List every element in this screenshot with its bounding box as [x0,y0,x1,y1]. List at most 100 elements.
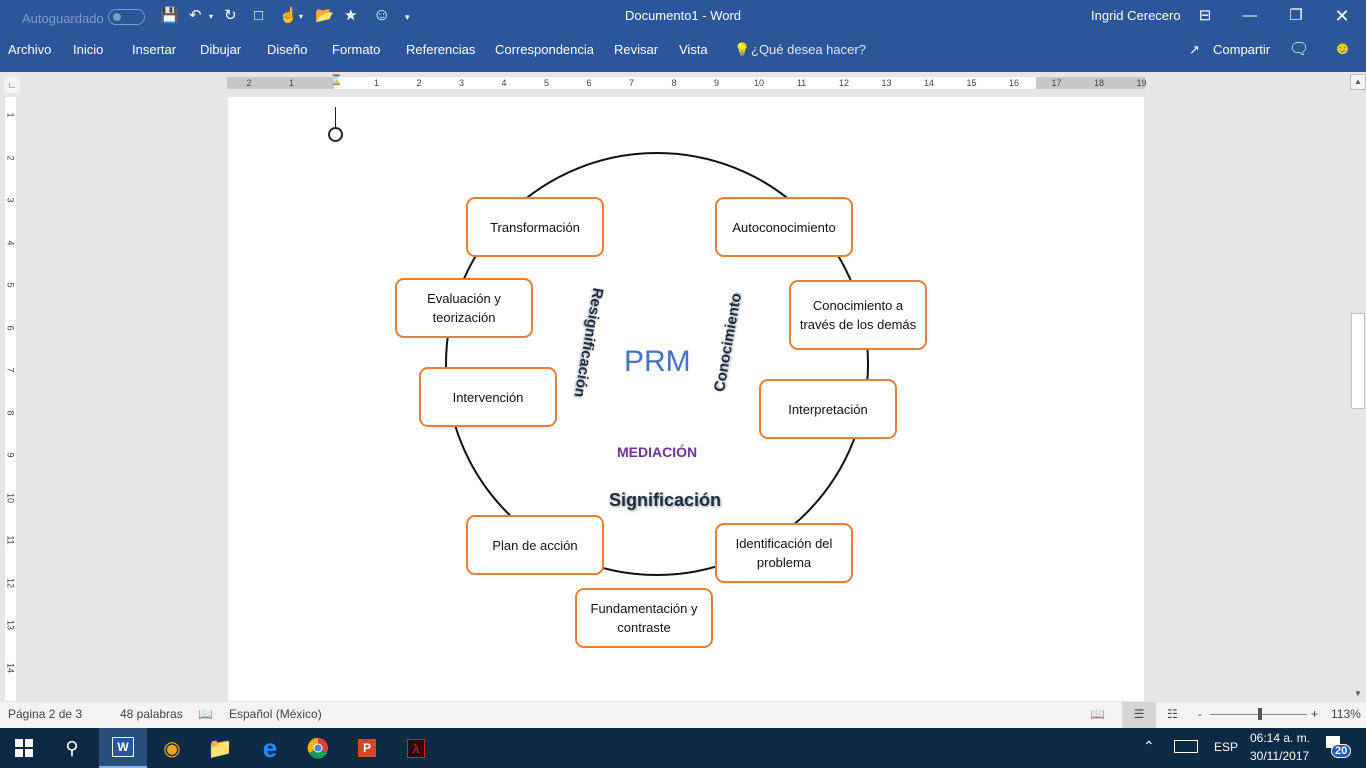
restore-icon[interactable]: ❐ [1289,7,1303,24]
autosave-toggle[interactable] [108,9,145,25]
box-autoconocimiento[interactable]: Autoconocimiento [715,197,853,257]
box-conocimiento-demas[interactable]: Conocimiento a través de los demás [789,280,927,350]
page-count[interactable]: Página 2 de 3 [8,707,83,721]
rotation-handle-icon[interactable] [328,127,343,142]
ruler-tick: 11 [5,535,16,545]
ruler-tick: 12 [5,577,16,588]
autosave-label: Autoguardado [22,10,104,26]
clock-time[interactable]: 06:14 a. m. [1250,731,1311,745]
tab-revisar[interactable]: Revisar [614,42,659,57]
ruler-tick: 9 [713,78,720,88]
user-name[interactable]: Ingrid Cerecero [1091,8,1181,23]
ruler-tick: 13 [5,619,16,630]
favorites-icon[interactable]: ★ [344,7,358,24]
ruler-tick: 6 [586,78,592,88]
ruler-right-margin [1036,77,1145,89]
close-icon[interactable]: ✕ [1334,6,1350,26]
ruler-tick: 10 [5,492,16,503]
share-icon[interactable]: ↗ [1189,42,1200,57]
zoom-in-button[interactable]: + [1311,707,1319,721]
taskbar-file-explorer[interactable]: 📁 [196,728,244,768]
ruler-tick: 14 [5,662,16,673]
ruler-tick: 6 [5,324,16,330]
read-mode-icon[interactable]: 📖 [1090,707,1105,721]
undo-dropdown-icon[interactable]: ▾ [209,12,214,21]
comments-icon[interactable]: 🗨 [1289,41,1310,58]
ruler-tick: 12 [838,78,850,88]
tab-formato[interactable]: Formato [332,42,381,57]
keyboard-icon[interactable] [1174,740,1198,753]
open-folder-icon[interactable]: 📂 [315,7,334,24]
tab-diseno[interactable]: Diseño [267,42,308,57]
globe-app-icon: ◉ [163,737,181,760]
web-layout-icon[interactable]: ☷ [1167,707,1178,721]
scroll-thumb[interactable] [1351,313,1365,409]
language-status[interactable]: Español (México) [229,707,322,721]
ruler-tick: 5 [5,282,16,288]
taskbar-word[interactable]: W [99,728,147,768]
box-fundamentacion[interactable]: Fundamentación y contraste [575,588,713,648]
box-interpretacion[interactable]: Interpretación [759,379,897,439]
save-icon[interactable]: 💾 [160,7,179,24]
taskbar-edge[interactable]: e [246,728,294,768]
tab-selector[interactable]: ∟ [4,77,20,93]
touch-mode-icon[interactable]: ☝ [279,7,298,24]
tab-vista[interactable]: Vista [679,42,708,57]
indent-marker[interactable]: ⌛ [330,75,343,86]
word-count[interactable]: 48 palabras [120,707,183,721]
taskbar-powerpoint[interactable]: P [343,728,391,768]
box-plan-accion[interactable]: Plan de acción [466,515,604,575]
taskbar-acrobat[interactable]: λ [392,728,440,768]
tab-insertar[interactable]: Insertar [132,42,177,57]
ruler-tick: 5 [543,78,550,88]
tab-correspondencia[interactable]: Correspondencia [495,42,595,57]
windows-icon [15,739,33,757]
cycle-ring [445,152,869,576]
clock-date[interactable]: 30/11/2017 [1250,749,1310,763]
touch-dropdown-icon[interactable]: ▾ [299,12,304,21]
start-button[interactable] [0,728,48,768]
new-document-icon[interactable]: □ [254,7,264,24]
input-language[interactable]: ESP [1214,740,1239,754]
ribbon-display-icon[interactable]: ⊟ [1198,7,1212,24]
redo-icon[interactable]: ↻ [224,7,237,24]
word-icon: W [112,737,134,757]
taskbar-chrome[interactable] [294,728,342,768]
box-identificacion[interactable]: Identificación del problema [715,523,853,583]
acrobat-icon: λ [406,738,426,758]
print-layout-icon[interactable]: ☰ [1122,702,1156,728]
box-transformacion[interactable]: Transformación [466,197,604,257]
box-evaluacion[interactable]: Evaluación y teorización [395,278,533,338]
tab-referencias[interactable]: Referencias [406,42,476,57]
undo-icon[interactable]: ↶ [189,7,202,24]
share-button[interactable]: Compartir [1213,42,1271,57]
document-page[interactable]: PRM MEDIACIÓN Significación Resignificac… [228,97,1144,701]
tab-archivo[interactable]: Archivo [8,42,52,57]
scroll-down-button[interactable]: ▼ [1354,689,1362,698]
scroll-up-button[interactable]: ▲ [1350,74,1366,90]
proofing-icon[interactable]: 📖 [198,707,213,721]
customize-quick-access-icon[interactable]: ▾ [405,12,410,22]
box-intervencion[interactable]: Intervención [419,367,557,427]
taskbar-app-globe[interactable]: ◉ [148,728,196,768]
smiley-icon[interactable]: ☺ [373,5,391,24]
feedback-smiley-icon[interactable]: ☻ [1333,38,1352,58]
toggle-knob [113,13,121,21]
tell-me-input[interactable]: ¿Qué desea hacer? [751,42,866,57]
ruler-tick: 7 [5,367,16,373]
tab-dibujar[interactable]: Dibujar [200,42,242,57]
tab-inicio[interactable]: Inicio [73,42,104,57]
minimize-icon[interactable]: — [1242,7,1258,24]
zoom-slider-thumb[interactable] [1258,708,1262,720]
ruler-tick: 10 [753,78,765,88]
ruler-tick: 15 [966,78,977,88]
ruler-tick: 11 [796,78,807,88]
show-hidden-icons[interactable]: ⌃ [1143,738,1155,754]
zoom-out-button[interactable]: - [1198,707,1202,721]
ruler-tick: 8 [671,78,677,88]
zoom-level[interactable]: 113% [1331,707,1361,721]
ruler-tick: 3 [5,197,16,203]
search-icon[interactable]: ⚲ [65,737,79,758]
